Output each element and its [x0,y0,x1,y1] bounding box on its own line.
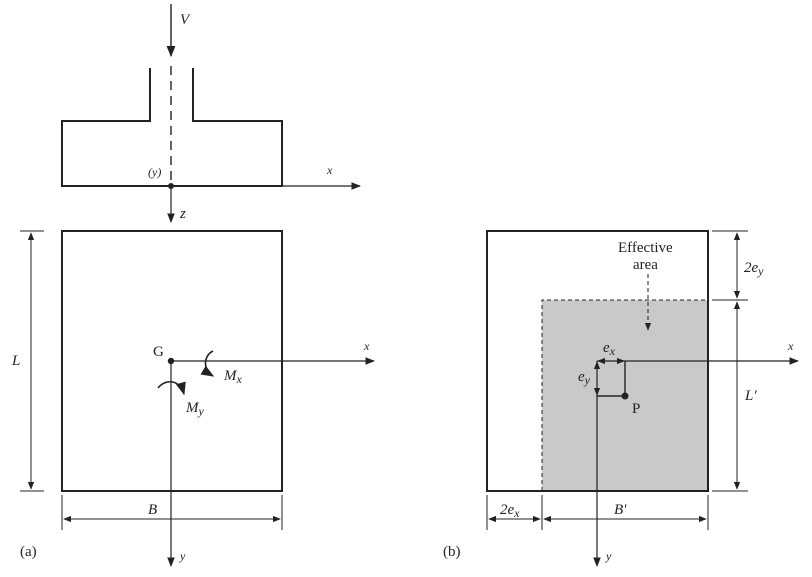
section-x-label: x [326,163,333,177]
load-point-label: P [632,401,640,417]
dim-2ex-label: 2ex [500,502,520,520]
panel-a: V (y) x z L G x Mx My y [11,4,375,567]
dim-l-label: L [11,353,20,369]
centroid-label: G [153,344,164,360]
plan-x-label: x [363,339,370,353]
axis-y-paren-label: (y) [148,165,161,179]
footing-section [61,68,283,187]
effective-area-label-2: area [633,257,658,273]
dim-bp-label: B′ [614,502,627,518]
panel-a-caption: (a) [20,544,37,560]
plan-b-x-label: x [787,339,794,353]
moment-my-label: My [185,400,205,418]
panel-b-caption: (b) [443,544,461,560]
effective-area-label-1: Effective [618,240,673,256]
moment-my-arrow [157,381,186,396]
load-label-v: V [180,12,191,28]
panel-b: Effective area 2ey L′ x y ex ey P 2ex [443,230,799,567]
dim-lp-label: L′ [744,388,757,404]
ex-label: ex [603,340,616,358]
moment-mx-label: Mx [223,368,243,386]
z-axis-label: z [179,206,186,222]
ey-label: ey [578,369,591,387]
effective-area-dashed-edge [541,299,708,491]
plan-b-y-label: y [605,549,612,563]
moment-mx-arrow [200,350,215,377]
dim-b-label: B [148,502,157,518]
plan-y-label: y [179,549,186,563]
load-point-dot [621,392,629,400]
dim-2ey-label: 2ey [744,260,764,278]
